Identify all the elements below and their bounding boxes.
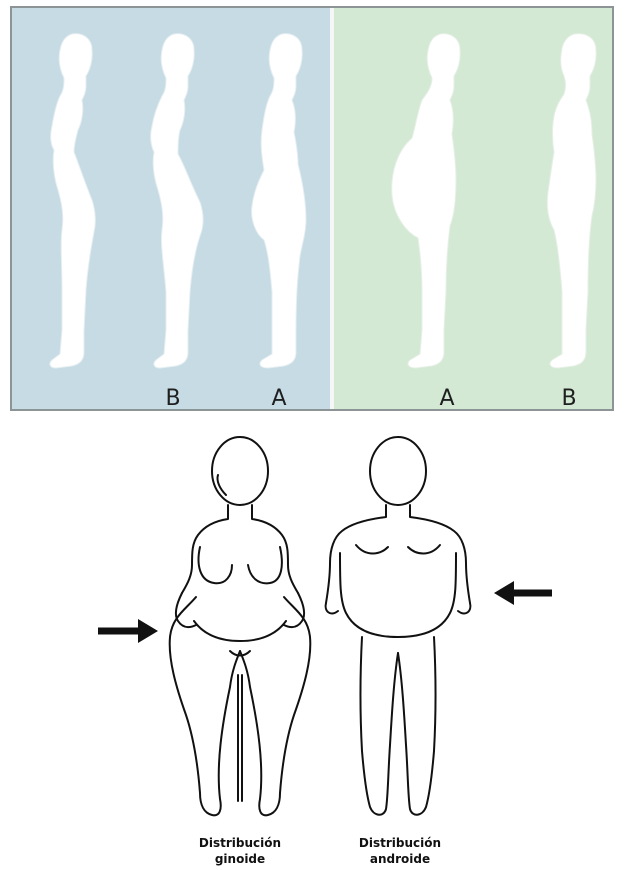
android-abdomen-arrow <box>494 581 552 605</box>
gynoid-caption: Distribución ginoide <box>170 835 310 867</box>
panel-divider <box>330 8 334 409</box>
label-blue-left: B <box>158 386 188 411</box>
profile-comparison-panel: B A A B <box>10 6 614 411</box>
label-green-left: A <box>432 386 462 411</box>
label-green-right: B <box>554 386 584 411</box>
gynoid-profile-a-silhouette <box>244 30 316 375</box>
gynoid-caption-line2: ginoide <box>170 851 310 867</box>
gynoid-caption-line1: Distribución <box>170 835 310 851</box>
android-caption-line2: androide <box>330 851 470 867</box>
android-caption-line1: Distribución <box>330 835 470 851</box>
label-blue-right: A <box>264 386 294 411</box>
android-profile-b-silhouette <box>534 30 606 375</box>
gynoid-hip-arrow <box>98 619 158 643</box>
gynoid-profile-b-silhouette <box>140 30 212 375</box>
android-profile-a-silhouette <box>388 30 478 375</box>
front-view-figure: Distribución ginoide Distribución androi… <box>0 425 625 870</box>
slim-silhouette <box>38 30 110 375</box>
android-body-outline <box>326 437 471 815</box>
android-caption: Distribución androide <box>330 835 470 867</box>
gynoid-body-outline <box>170 437 311 815</box>
